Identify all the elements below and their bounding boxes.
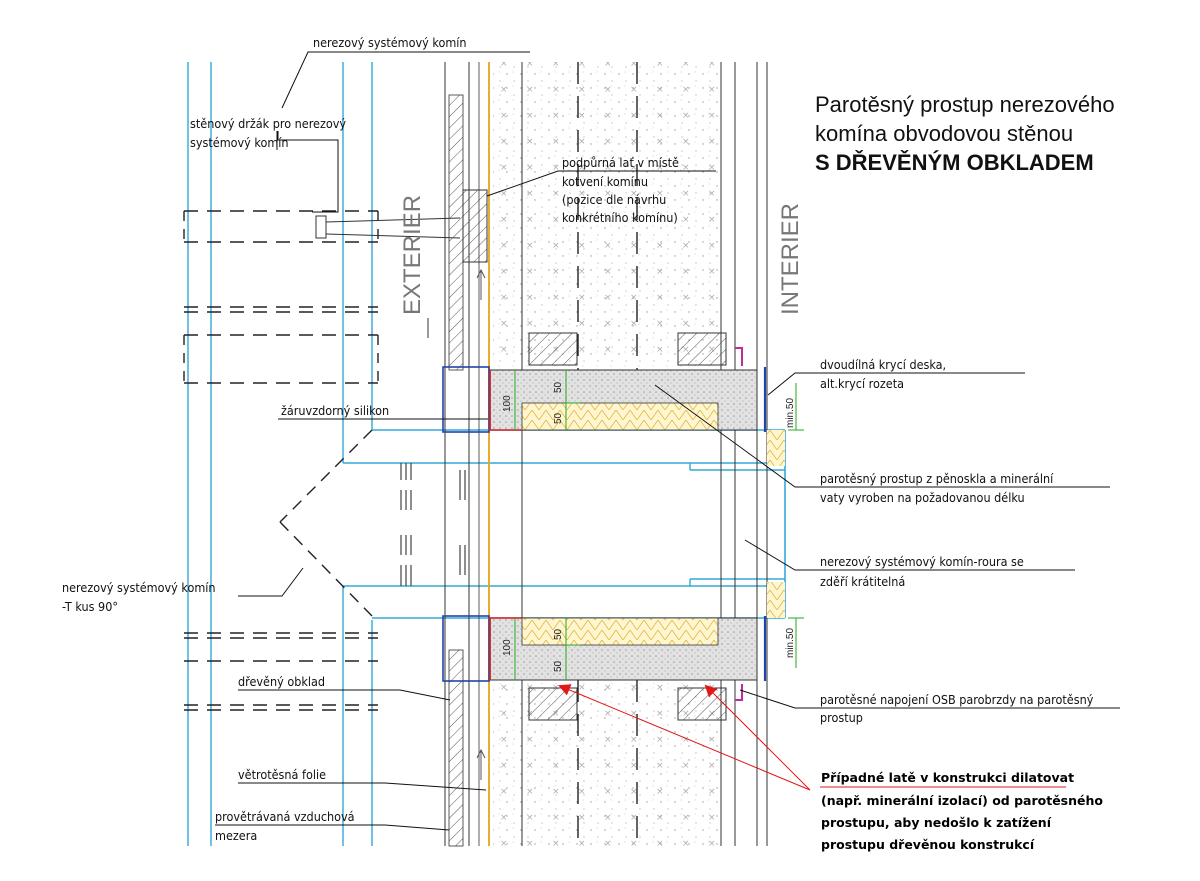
dim-50a-top: 50: [553, 381, 564, 393]
title-line-3: S DŘEVĚNÝM OBKLADEM: [815, 150, 1094, 175]
label-cladding: dřevěný obklad: [238, 674, 325, 689]
note-line-2: (např. minerální izolací) od parotěsného: [821, 793, 1103, 808]
interior-label: INTERIER: [777, 203, 804, 315]
exterior-label: EXTERIER: [399, 195, 426, 315]
dimensions: [514, 370, 804, 680]
note-line-1: Případné latě v konstrukci dilatovat: [821, 770, 1074, 785]
horizontal-pipe: [279, 429, 786, 620]
label-wall-bracket-2: systémový komín: [190, 135, 289, 150]
title-line-2: komína obvodovou stěnou: [815, 121, 1073, 146]
dim-50a-bottom: 50: [553, 628, 564, 640]
label-pipe-2: zděří krátitelná: [820, 574, 905, 589]
note-line-3: prostupu, aby nedošlo k zatížení: [821, 815, 1052, 830]
label-support-batten-1: podpůrná lať v místě: [562, 155, 679, 170]
dim-50b-top: 50: [553, 412, 564, 424]
label-air-gap-1: provětrávaná vzduchová: [215, 809, 355, 824]
passage-block: [442, 347, 785, 701]
label-wall-bracket-1: stěnový držák pro nerezový: [190, 116, 346, 131]
label-tee-1: nerezový systémový komín: [62, 580, 216, 595]
label-passage-1: parotěsný prostup z pěnoskla a minerální: [820, 471, 1054, 486]
dim-100-top: 100: [502, 395, 513, 412]
vertical-chimney: [183, 62, 461, 846]
dim-50b-bottom: 50: [553, 660, 564, 672]
label-silicone: žáruvzdorný silikon: [281, 403, 389, 418]
label-tee-2: -T kus 90°: [62, 599, 118, 614]
note-line-4: prostupu dřevěnou konstrukcí: [821, 837, 1035, 852]
label-chimney-top: nerezový systémový komín: [313, 35, 467, 50]
title-line-1: Parotěsný prostup nerezového: [815, 92, 1115, 117]
dim-100-bottom: 100: [502, 639, 513, 656]
dim-min50-bottom: min.50: [785, 628, 796, 658]
label-cover-plate-2: alt.krycí rozeta: [820, 376, 904, 391]
label-support-batten-2: kotvení komínu: [562, 174, 648, 189]
label-windproof-foil: větrotěsná folie: [238, 767, 326, 782]
label-pipe-1: nerezový systémový komín-roura se: [820, 554, 1024, 569]
label-support-batten-3: (pozice dle návrhu: [562, 192, 666, 207]
leader-lines: [215, 51, 1120, 831]
label-air-gap-2: mezera: [215, 828, 257, 843]
label-cover-plate-1: dvoudílná krycí deska,: [820, 357, 946, 372]
label-osb-1: parotěsné napojení OSB parobrzdy na paro…: [820, 692, 1094, 707]
wall-section: [444, 62, 768, 847]
label-passage-2: vaty vyroben na požadovanou délku: [820, 490, 1025, 505]
label-support-batten-4: konkrétního komínu): [562, 210, 678, 225]
dim-min50-top: min.50: [785, 398, 796, 428]
note-arrow-2: [704, 684, 811, 791]
note-arrow-1: [558, 684, 811, 791]
label-osb-2: prostup: [820, 710, 863, 725]
